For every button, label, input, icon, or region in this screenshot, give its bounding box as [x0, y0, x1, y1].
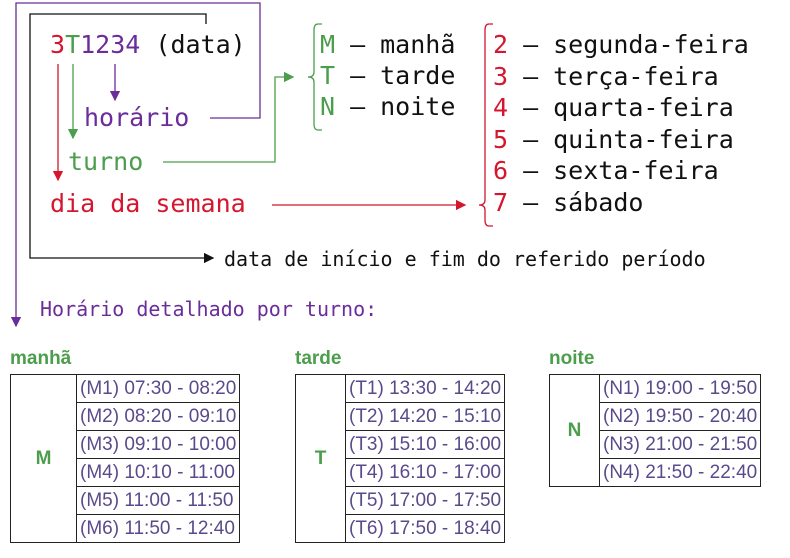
dia-item: 3–terça-feira — [493, 62, 719, 92]
slot-cell: (T4) 16:10 - 17:00 — [344, 458, 506, 487]
dash: – — [350, 30, 366, 59]
table-title: tarde — [295, 348, 342, 369]
table-row: (T2) 14:20 - 15:10 — [296, 402, 506, 431]
table-title: noite — [549, 348, 595, 369]
slot-cell: (T1) 13:30 - 14:20 — [344, 374, 506, 403]
dia-value: terça-feira — [553, 61, 719, 91]
table-row: (M5) 11:00 - 11:50 — [11, 486, 241, 515]
dash: – — [523, 187, 539, 217]
dia-key: 7 — [493, 187, 509, 217]
dia-key: 3 — [493, 61, 509, 91]
table-row: (T4) 16:10 - 17:00 — [296, 458, 506, 487]
code-example: 3T1234 (data) — [50, 30, 246, 60]
turno-key: N — [320, 92, 336, 121]
shift-key-cell: M — [10, 374, 77, 543]
dia-key: 4 — [493, 93, 509, 122]
horario-label: horário — [84, 103, 190, 132]
slot-cell: (M4) 10:10 - 11:00 — [75, 458, 241, 487]
turnos-bracket — [307, 23, 322, 131]
table-title: manhã — [10, 348, 72, 369]
slot-cell: (M5) 11:00 - 11:50 — [75, 486, 241, 515]
table-row: (M2) 08:20 - 09:10 — [11, 402, 241, 431]
dia-value: segunda-feira — [553, 30, 749, 59]
slot-cell: (M2) 08:20 - 09:10 — [75, 402, 241, 431]
dia-key: 5 — [493, 124, 509, 154]
shift-key-cell: T — [295, 374, 346, 543]
dash: – — [350, 61, 366, 90]
turno-key: M — [320, 30, 336, 59]
period-connector — [29, 13, 215, 264]
dia-key: 2 — [493, 30, 509, 59]
dash: – — [523, 156, 539, 185]
dia-item: 6–sexta-feira — [493, 156, 719, 186]
slot-cell: (T2) 14:20 - 15:10 — [344, 402, 506, 431]
dia-value: quinta-feira — [553, 124, 734, 154]
table-row: (M6) 11:50 - 12:40 — [11, 514, 241, 543]
slot-cell: (T5) 17:00 - 17:50 — [344, 486, 506, 515]
turno-item: M–manhã — [320, 30, 455, 60]
table-row: T(T1) 13:30 - 14:20 — [295, 374, 506, 543]
table-row: M(M1) 07:30 - 08:20 — [10, 374, 241, 543]
dia-item: 2–segunda-feira — [493, 30, 749, 60]
code-suffix: (data) — [140, 30, 246, 59]
code-shift: T — [65, 30, 81, 59]
schedule-table: N(N1) 19:00 - 19:50(N2) 19:50 - 20:40(N3… — [549, 374, 762, 487]
turno-item: N–noite — [320, 92, 455, 122]
turno-label: turno — [68, 147, 144, 176]
table-row: (N4) 21:50 - 22:40 — [550, 458, 762, 487]
dash: – — [350, 92, 366, 121]
table-row: (N3) 21:00 - 21:50 — [550, 430, 762, 459]
detalhe-heading: Horário detalhado por turno: — [40, 297, 378, 321]
dash: – — [523, 124, 539, 154]
dia-value: sexta-feira — [553, 156, 719, 185]
table-row: (M3) 09:10 - 10:00 — [11, 430, 241, 459]
slot-cell: (N2) 19:50 - 20:40 — [598, 402, 762, 431]
turno-item: T–tarde — [320, 61, 455, 91]
dia-item: 4–quarta-feira — [493, 93, 734, 123]
table-row: (N2) 19:50 - 20:40 — [550, 402, 762, 431]
table-row: (M4) 10:10 - 11:00 — [11, 458, 241, 487]
shift-key-cell: N — [549, 374, 600, 487]
code-day: 3 — [50, 30, 66, 59]
dia-value: sábado — [553, 187, 644, 217]
turno-key: T — [320, 61, 336, 90]
dia-key: 6 — [493, 156, 509, 185]
dia-value: quarta-feira — [553, 93, 734, 122]
dash: – — [523, 30, 539, 59]
table-row: (T3) 15:10 - 16:00 — [296, 430, 506, 459]
turno-value: noite — [380, 92, 456, 121]
slot-cell: (T6) 17:50 - 18:40 — [344, 514, 506, 543]
dash: – — [523, 61, 539, 91]
schedule-table: T(T1) 13:30 - 14:20(T2) 14:20 - 15:10(T3… — [295, 374, 506, 543]
table-row: N(N1) 19:00 - 19:50 — [549, 374, 762, 487]
table-row: (T6) 17:50 - 18:40 — [296, 514, 506, 543]
dia-item: 7–sábado — [493, 188, 643, 218]
periodo-label: data de início e fim do referido período — [224, 247, 706, 271]
dia-item: 5–quinta-feira — [493, 125, 734, 155]
schedule-table: M(M1) 07:30 - 08:20(M2) 08:20 - 09:10(M3… — [10, 374, 241, 543]
turno-connector — [163, 71, 295, 163]
slot-cell: (N1) 19:00 - 19:50 — [598, 374, 762, 403]
dash: – — [523, 93, 539, 122]
turno-value: manhã — [380, 30, 456, 59]
slot-cell: (M3) 09:10 - 10:00 — [75, 430, 241, 459]
turno-value: tarde — [380, 61, 456, 90]
slot-cell: (M6) 11:50 - 12:40 — [75, 514, 241, 543]
slot-cell: (M1) 07:30 - 08:20 — [75, 374, 241, 403]
dias-bracket — [478, 23, 493, 227]
dia-label: dia da semana — [50, 189, 246, 218]
slot-cell: (N3) 21:00 - 21:50 — [598, 430, 762, 459]
slot-cell: (T3) 15:10 - 16:00 — [344, 430, 506, 459]
code-slots: 1234 — [80, 30, 141, 59]
slot-cell: (N4) 21:50 - 22:40 — [598, 458, 762, 487]
horario-connector — [10, 2, 261, 328]
